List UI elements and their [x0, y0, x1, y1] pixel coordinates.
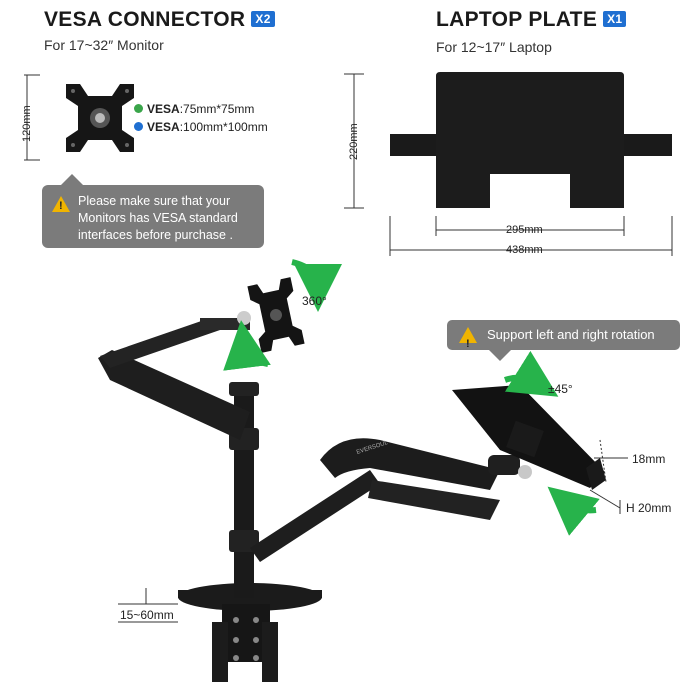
laptop-inner-width: 295mm	[506, 224, 543, 236]
tray-height-label: H 20mm	[626, 501, 672, 515]
monitor-head	[247, 277, 305, 353]
monitor-rotation-label: 360°	[302, 294, 327, 308]
warning-icon	[459, 327, 477, 359]
tray-lip-label: 18mm	[632, 452, 666, 466]
rotation-note: Support left and right rotation	[447, 320, 680, 359]
notice-pointer	[60, 174, 84, 186]
lower-arm	[250, 438, 532, 562]
vesa-spec-75: VESA:75mm*75mm	[134, 102, 254, 116]
vesa-notice-box: Please make sure that your Monitors has …	[42, 185, 264, 248]
vesa-count-badge: X2	[251, 11, 275, 27]
laptop-count-badge: X1	[603, 11, 627, 27]
vesa-notice-text: Please make sure that your Monitors has …	[78, 194, 238, 242]
laptop-tray	[452, 385, 606, 490]
rotation-note-text: Support left and right rotation	[487, 327, 655, 342]
tray-tilt-label: ±45°	[548, 382, 573, 396]
laptop-plate-illustration	[344, 72, 673, 256]
laptop-title-text: LAPTOP PLATE	[436, 8, 598, 31]
laptop-outer-width: 438mm	[506, 244, 543, 256]
upper-arm	[98, 311, 251, 440]
vesa-title: VESA CONNECTOR X2	[44, 8, 275, 32]
vesa-title-text: VESA CONNECTOR	[44, 8, 246, 31]
laptop-subtitle: For 12~17″ Laptop	[436, 39, 552, 55]
vesa-spec-100: VESA:100mm*100mm	[134, 120, 268, 134]
blue-dot-icon	[134, 122, 143, 131]
warning-icon	[52, 196, 70, 215]
clamp-range-label: 15~60mm	[120, 608, 174, 622]
vesa-plate-illustration	[24, 74, 134, 161]
vesa-subtitle: For 17~32″ Monitor	[44, 37, 164, 53]
green-dot-icon	[134, 104, 143, 113]
laptop-title: LAPTOP PLATE X1	[436, 8, 627, 32]
